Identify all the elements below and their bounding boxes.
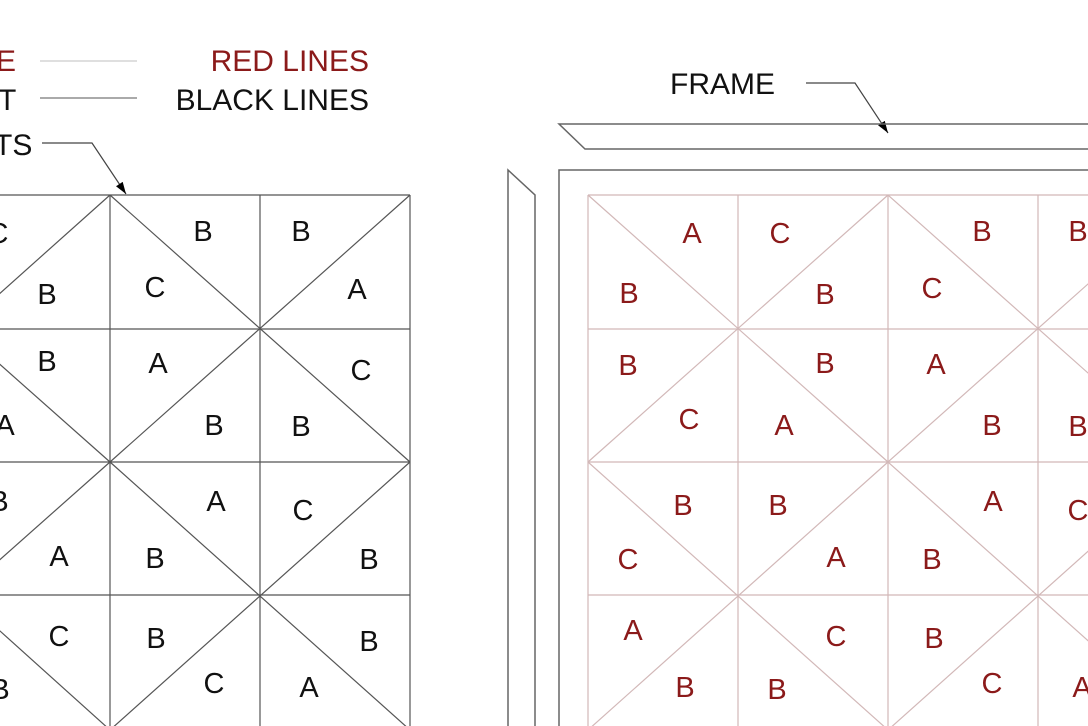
left-grid-labels: C B B B C A B A C A B B B A C A B B C B … [0,216,379,706]
black-lines-label: BLACK LINES [176,84,369,117]
red-lines-label: RED LINES [211,45,369,78]
cell-label: B [1068,411,1087,443]
cell-label: C [145,272,166,304]
legend: E RED LINES T BLACK LINES TS FRAME [0,45,889,195]
frame-left-piece [507,168,536,726]
cell-label: C [0,218,8,250]
cell-label: B [982,410,1001,442]
frame [507,123,1088,726]
cell-label: B [291,216,310,248]
cell-label: C [770,218,791,250]
cell-label: B [924,623,943,655]
cell-label: B [673,490,692,522]
cell-label: A [148,348,168,380]
cell-label: A [347,274,367,306]
black-line-grid [0,194,411,726]
cell-label: C [826,621,847,653]
cell-label: C [922,273,943,305]
cell-label: B [145,543,164,575]
cell-label: A [49,541,69,573]
cell-label: A [826,542,846,574]
cell-label: C [618,544,639,576]
cell-label: C [679,404,700,436]
cell-label: B [767,674,786,706]
cell-label: B [146,623,165,655]
cell-label: A [774,410,794,442]
cell-label: B [619,278,638,310]
cell-label: A [926,349,946,381]
parts-label: TS [0,129,32,162]
frame-leader-arrow [806,82,889,134]
cell-label: B [204,410,223,442]
cell-label: C [204,668,225,700]
cell-label: A [206,486,226,518]
cell-label: B [675,672,694,704]
cell-label: B [37,346,56,378]
cell-label: B [1068,216,1087,248]
cell-label: B [0,486,9,518]
cell-label: C [293,495,314,527]
cell-label: B [768,490,787,522]
cell-label: A [1072,672,1088,704]
cell-label: B [359,544,378,576]
cell-label: B [37,279,56,311]
frame-outline [558,169,1088,726]
black-line-label: T [0,84,16,117]
cell-label: B [922,544,941,576]
cell-label: B [815,348,834,380]
frame-label: FRAME [670,68,775,101]
parts-leader-arrow [42,142,127,195]
right-grid-labels: A C B B B B C B B A C A B B B B A C C A … [618,216,1088,706]
cell-label: A [623,615,643,647]
cell-label: A [299,672,319,704]
red-line-grid [587,194,1088,726]
cell-label: B [815,279,834,311]
cell-label: A [983,486,1003,518]
cell-label: B [359,626,378,658]
cell-label: A [682,218,702,250]
cell-label: B [193,216,212,248]
cell-label: A [0,410,15,442]
cell-label: C [982,668,1003,700]
cell-label: C [351,355,372,387]
cell-label: B [291,411,310,443]
frame-top-piece [557,123,1088,150]
cell-label: C [1068,495,1088,527]
red-line-label: E [0,45,16,78]
cell-label: C [49,621,70,653]
cell-label: B [972,216,991,248]
cell-label: B [618,350,637,382]
cell-label: B [0,674,10,706]
